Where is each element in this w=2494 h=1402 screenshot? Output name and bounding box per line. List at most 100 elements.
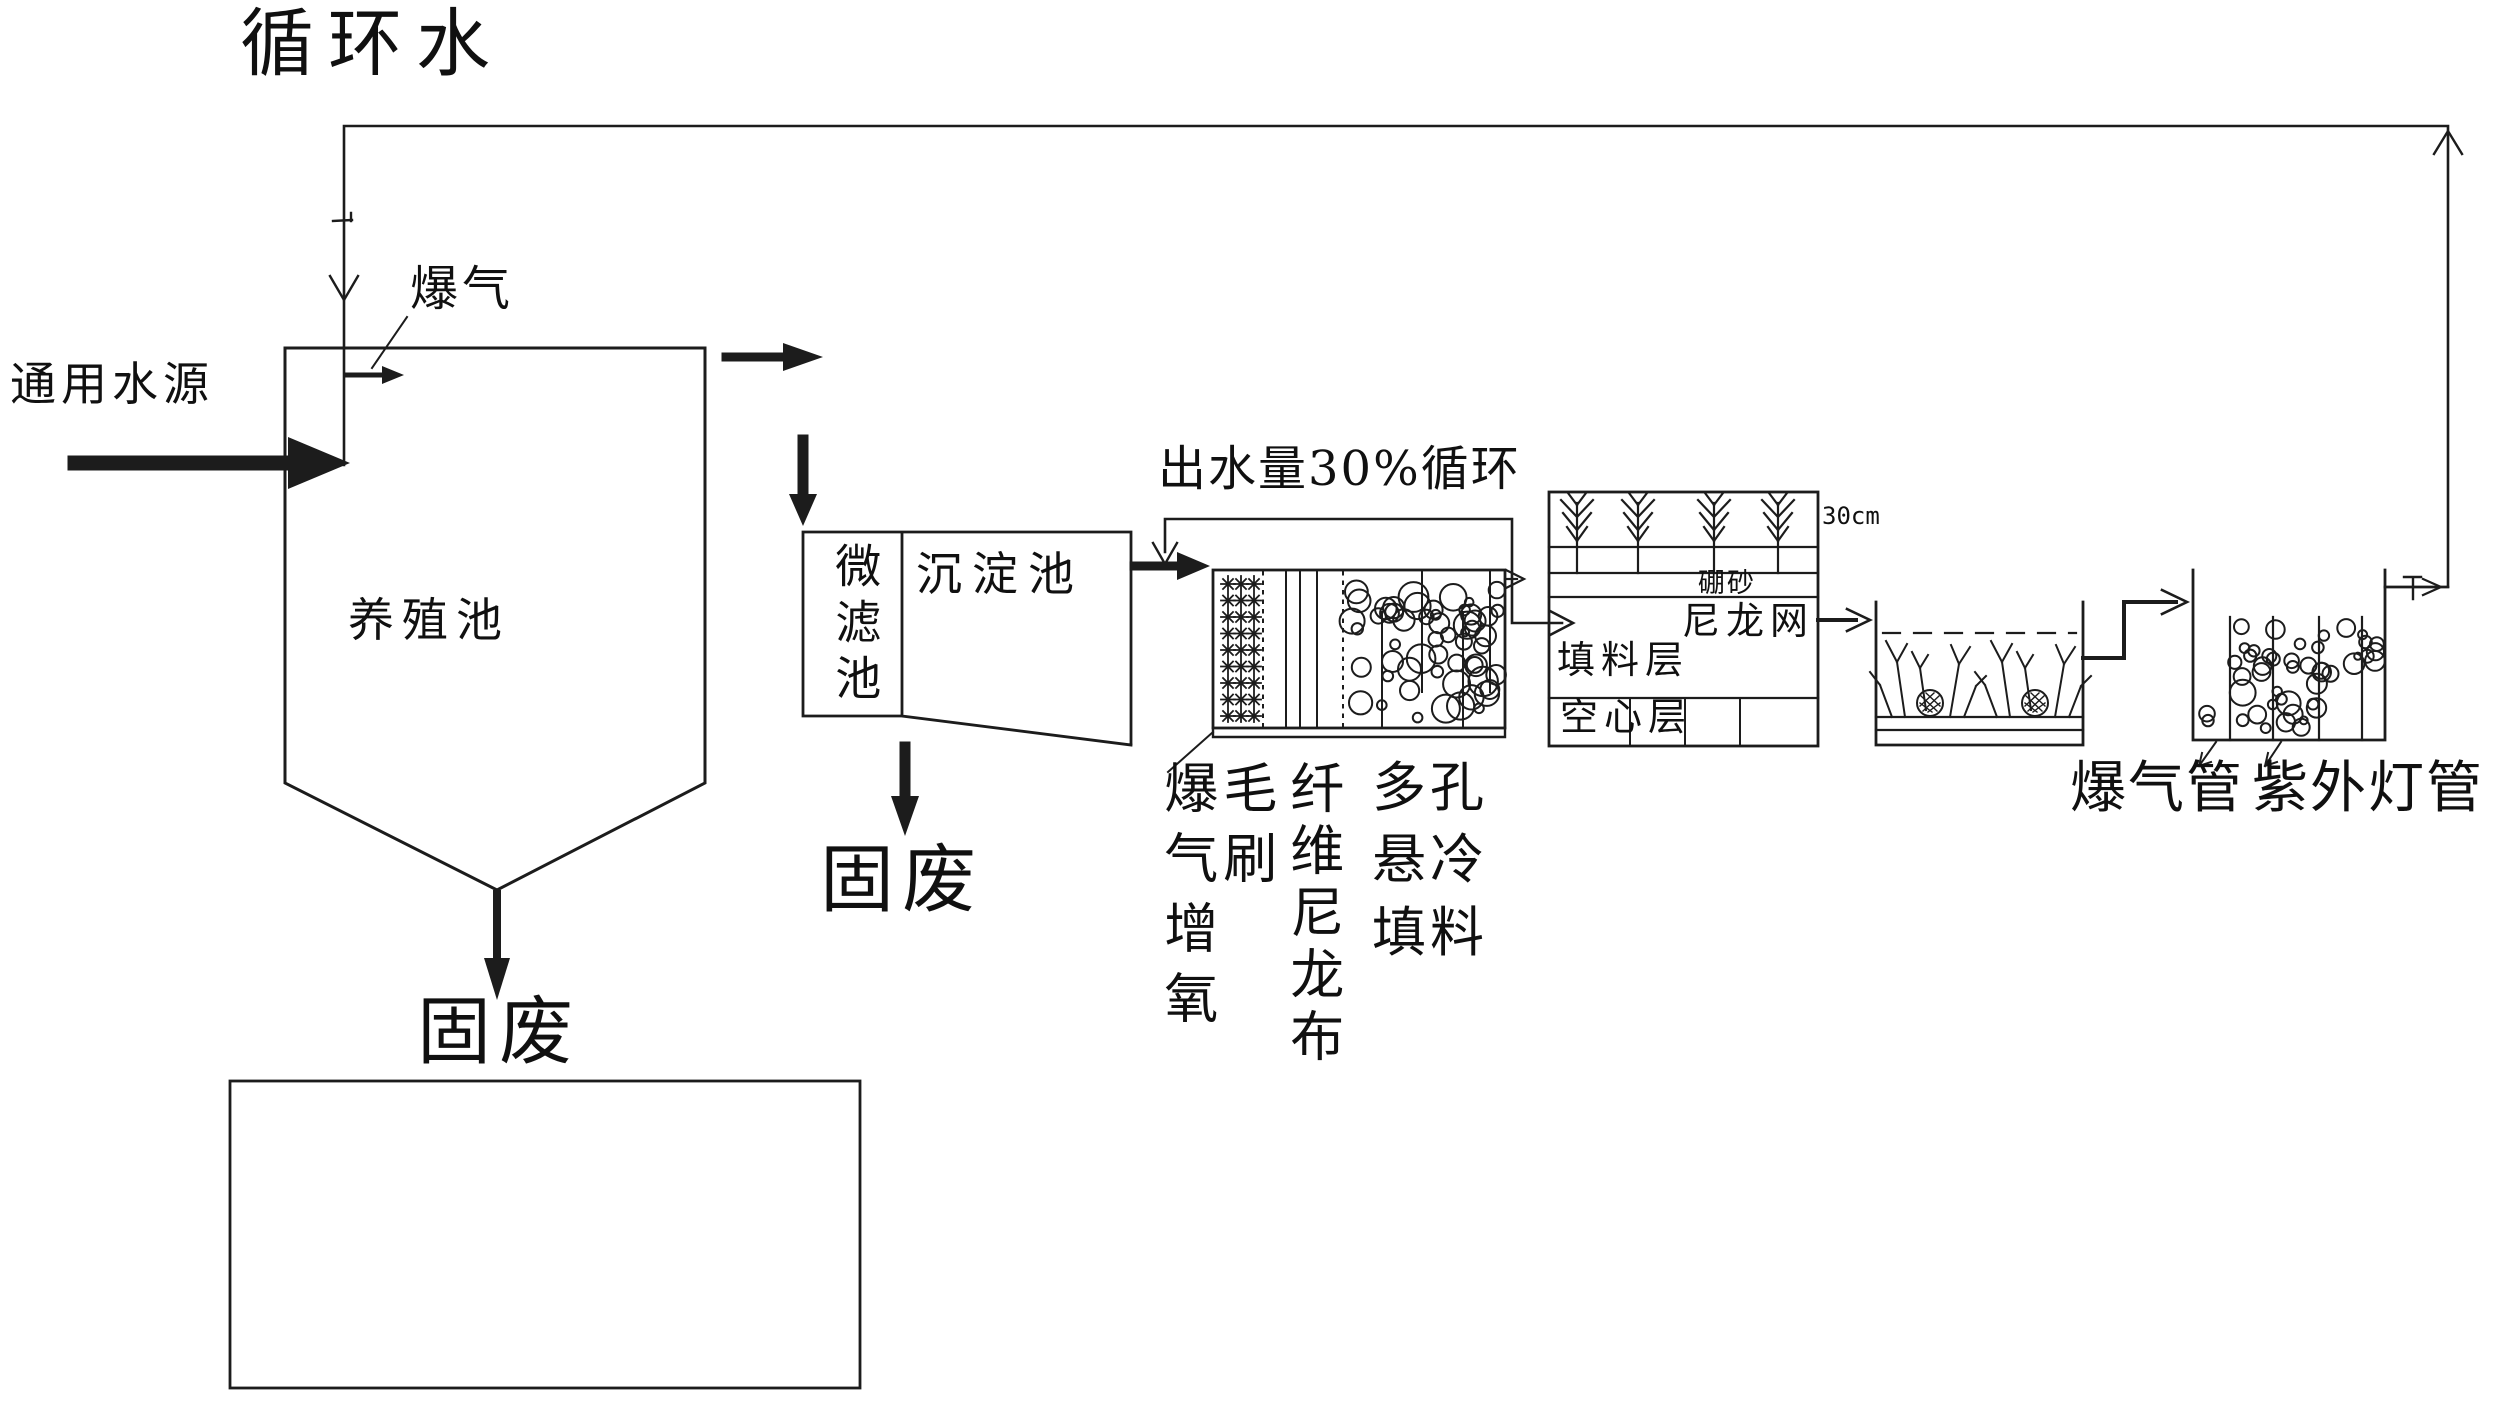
brush-bristle-icon — [1220, 660, 1236, 673]
bubble-icon — [2305, 697, 2328, 719]
filler-ball-icon — [1403, 591, 1432, 621]
brush-bristle-icon — [1246, 676, 1262, 690]
brush-bristle-icon — [1233, 627, 1249, 640]
recycle-note-label: 出水量30%循环 — [1158, 441, 1521, 497]
filler-ball-icon — [1389, 638, 1401, 651]
filler-ball-icon — [1427, 631, 1445, 648]
bubble-icon — [2293, 637, 2307, 651]
filler-ball-icon — [1473, 637, 1491, 655]
brush-bristle-icon — [1220, 627, 1236, 640]
brush-bristle-icon — [1246, 709, 1262, 723]
tank-exit-arrowhead-icon — [1504, 568, 1527, 590]
plant-icon — [1620, 491, 1656, 575]
bubble-icon — [2198, 704, 2216, 723]
brush-bristle-icon — [1246, 610, 1262, 624]
root-symbols — [1868, 639, 2093, 719]
bubble-icon — [2265, 619, 2286, 640]
bubble-icon — [2232, 667, 2252, 686]
recycle-30-loop — [1151, 517, 1576, 637]
bubble-icon — [2259, 722, 2272, 734]
filler-ball-icon — [1397, 656, 1422, 682]
bubble-icon — [2275, 712, 2297, 733]
filler-ball-icon — [1465, 656, 1484, 674]
brush-bristle-icon — [1220, 577, 1236, 591]
bubble-icon — [2233, 618, 2250, 636]
pond-waste-label: 固废 — [417, 989, 581, 1075]
pipe-tick-left — [331, 211, 354, 223]
tuber-icon — [2021, 689, 2049, 717]
filter-waste-arrow — [891, 741, 919, 836]
tuber-hatch — [2024, 692, 2046, 713]
bubble-icon — [2227, 654, 2243, 670]
bubble-icon — [2271, 685, 2283, 698]
uv-lamp-label: 紫外灯管 — [2252, 756, 2484, 821]
breeding-pond-shape — [283, 346, 707, 892]
pond-outlet-arrow — [721, 343, 823, 371]
filler-ball-icon — [1479, 679, 1501, 700]
brush-tank — [1166, 568, 1507, 774]
bubble-icon — [2336, 618, 2357, 638]
filler-ball-icon — [1487, 580, 1507, 600]
brush-bristle-icon — [1220, 676, 1236, 690]
brush-bristle-icon — [1246, 643, 1262, 657]
brush-bristle-icon — [1246, 594, 1262, 607]
source-inflow-arrow — [67, 437, 350, 489]
root-out-arrowhead-icon — [2160, 588, 2191, 616]
filler-ball-icon — [1381, 669, 1395, 683]
brush-bristle-icon — [1233, 610, 1249, 624]
brush-bristle-icon — [1246, 693, 1262, 706]
borax-label: 硼砂 — [1698, 568, 1756, 599]
filler-ball-icon — [1460, 603, 1483, 626]
root-tank — [1868, 588, 2191, 747]
wetland-box — [1547, 490, 1874, 748]
wetland-out-arrowhead-icon — [1845, 607, 1874, 633]
uv-lamp-leader — [2263, 740, 2283, 768]
pond-aeration-label: 爆气 — [410, 261, 515, 317]
microfilter-label: 微滤池 — [828, 542, 883, 710]
filler-ball-icon — [1428, 644, 1449, 665]
bubble-icon — [2342, 652, 2366, 676]
filler-ball-icon — [1463, 619, 1481, 637]
bubble-icon — [2311, 661, 2332, 683]
porous-filler-circles — [1338, 579, 1507, 724]
air-bubbles — [2198, 618, 2386, 737]
aeration-pipe-label: 爆气管 — [2070, 756, 2244, 821]
bubble-icon — [2358, 634, 2373, 650]
bubble-icon — [2275, 690, 2302, 717]
filler-ball-icon — [1430, 664, 1445, 679]
brush-bristle-icon — [1233, 693, 1249, 706]
brush-bristle-icon — [1220, 693, 1236, 706]
brush-bristle-icon — [1233, 643, 1249, 657]
filler-ball-icon — [1473, 680, 1501, 707]
filler-ball-icon — [1379, 602, 1400, 624]
brush-bristle-icon — [1233, 660, 1249, 673]
filler-ball-icon — [1452, 610, 1483, 640]
filler-ball-icon — [1411, 711, 1424, 724]
wetland-in-arrowhead-icon — [1548, 609, 1576, 637]
brush-bristle-icon — [1233, 709, 1249, 723]
up-arrowhead-icon — [2432, 128, 2464, 156]
filler-ball-icon — [1348, 690, 1374, 716]
nylon-net-label: 尼龙网 — [1682, 599, 1815, 643]
filler-ball-icon — [1464, 653, 1488, 678]
bubble-icon — [2228, 678, 2257, 707]
bubble-icon — [2311, 640, 2325, 655]
bubble-icon — [2235, 713, 2250, 728]
depth-label: 30cm — [1822, 502, 1880, 530]
bubble-icon — [2364, 650, 2386, 672]
filler-ball-icon — [1430, 693, 1461, 724]
filler-ball-icon — [1344, 579, 1369, 605]
plant-icon — [1760, 491, 1796, 575]
filler-ball-icon — [1438, 583, 1468, 612]
brush-bristle-icon — [1246, 660, 1262, 673]
uv-tank — [2191, 568, 2450, 768]
to-filter-arrow — [789, 434, 817, 526]
hollow-layer-label: 空心层 — [1560, 695, 1693, 739]
fiber-nylon-label: 纤维尼龙布 — [1280, 760, 1344, 1070]
brush-bristle-icon — [1220, 594, 1236, 607]
bubble-icon — [2305, 672, 2328, 695]
bubble-icon — [2321, 664, 2340, 683]
source-label: 通用水源 — [10, 357, 214, 411]
